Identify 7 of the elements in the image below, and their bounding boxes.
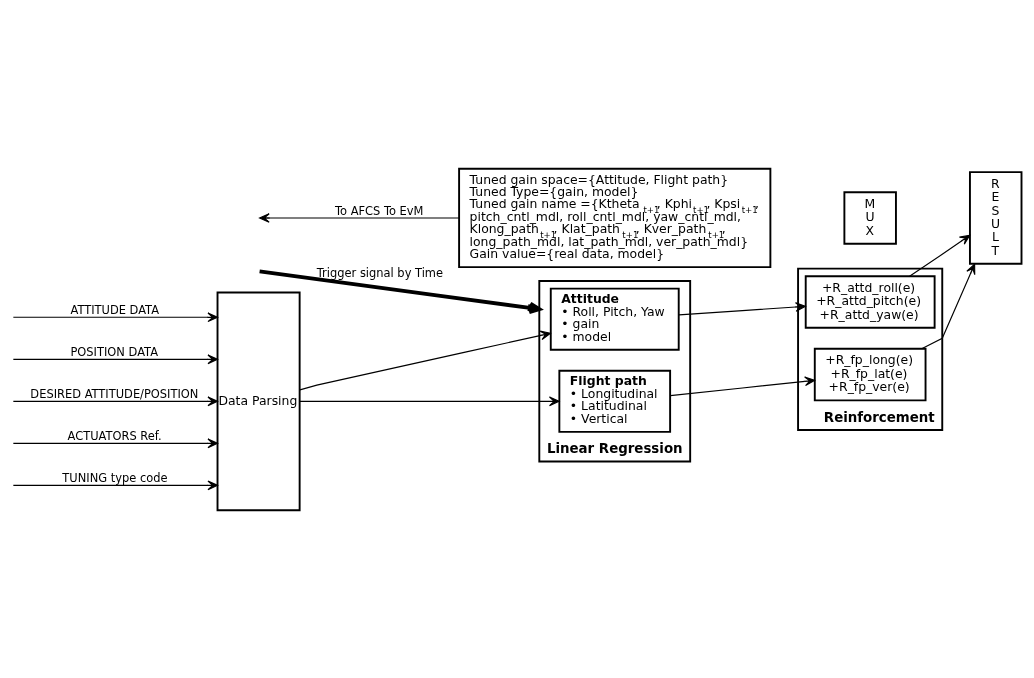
edge-label: To AFCS To EvM <box>334 203 424 218</box>
edge-label: ACTUATORS Ref. <box>67 428 162 443</box>
edge-label: TUNING type code <box>62 470 168 485</box>
edge-label: ATTITUDE DATA <box>70 302 160 317</box>
edge-label: Trigger signal by Time <box>316 265 444 280</box>
edge-label: DESIRED ATTITUDE/POSITION <box>30 386 199 401</box>
edge-label: POSITION DATA <box>70 344 159 359</box>
